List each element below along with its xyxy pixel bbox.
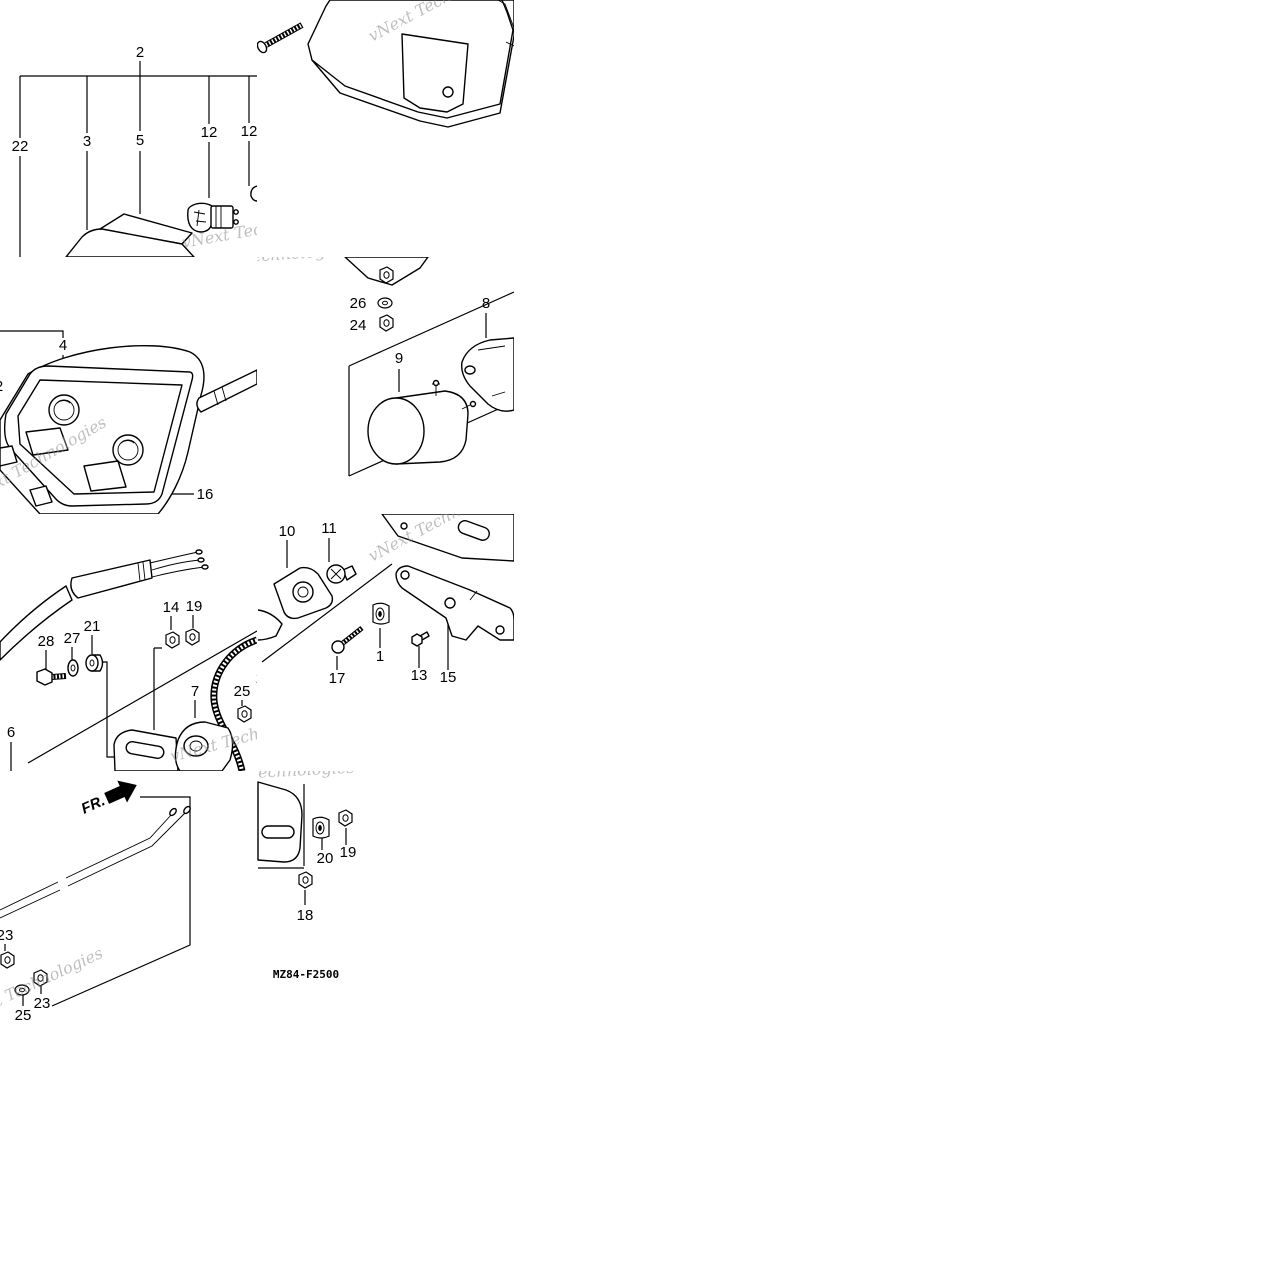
callout-21: 21 [84,618,101,635]
callout-10: 10 [279,523,296,540]
harness-wire [0,549,209,661]
callout-26: 26 [350,295,367,312]
leader-lines [19,61,257,257]
callout-19: 19 [186,598,203,615]
nut-23 [0,951,15,969]
diagram-code: MZ84-F2500 [273,968,339,981]
group-box [258,784,305,869]
tile-mount-hardware: vNext Technologies 20 19 18 MZ84-F2500 [257,771,357,981]
callout-2: 2 [136,44,144,61]
callout-4: 4 [59,337,67,354]
leader-lines [398,313,487,392]
leader-lines [261,538,449,670]
callout-1: 1 [376,648,384,665]
tile-lens-top: vNext Technologies [257,0,514,128]
nut-25 [237,705,252,723]
callout-3: 3 [83,133,91,150]
callout-2-partial: 2 [256,670,264,687]
callout-27: 27 [64,630,81,647]
callout-18: 18 [297,907,314,924]
fender-bracket [381,514,514,562]
grommet-20 [312,816,330,839]
nut-18 [298,871,313,889]
grommet-1 [372,602,390,625]
reflector-pad [83,460,127,492]
nut-14 [165,631,180,649]
callout-23: 23 [34,995,51,1012]
leader-lines [10,615,257,771]
license-bracket-15 [395,565,514,641]
tile-lens-callouts: 2 22 3 5 12 12 vNext Technologies [12,44,258,257]
callout-19: 19 [340,844,357,861]
callout-28: 28 [38,633,55,650]
callout-8: 8 [482,295,490,312]
housing-tab [0,445,18,467]
bracket-fragment [257,781,303,863]
tile-housing: 4 2 16 vNext Technologies [0,330,257,514]
callout-7: 7 [191,683,199,700]
license-light-holder-7 [174,721,234,771]
callout-22: 22 [12,138,29,155]
bulb-socket-hole [48,394,80,426]
fr-label: FR. [79,792,108,817]
tile-license-light: vNext Technologies [257,514,514,687]
reflector-pad [25,427,69,456]
callout-11: 11 [321,520,337,537]
callout-6: 6 [7,724,15,741]
housing-wire [196,369,257,413]
callout-25: 25 [15,1007,32,1024]
harness-leads [0,805,191,919]
lens-screw [257,22,304,54]
bolt-13 [411,631,430,647]
callout-24: 24 [350,317,367,334]
tile-lamp-socket: vNext Technologies 26 24 8 9 [257,257,514,477]
callout-25: 25 [234,683,251,700]
callout-12: 12 [201,124,218,141]
group-box [51,796,191,1007]
leader-lines [304,828,347,905]
callout-12: 12 [241,123,258,140]
license-light-base-10 [273,566,334,620]
bolt-28 [36,668,67,686]
socket-8 [460,337,514,412]
part-fragment [250,185,257,202]
bracket-6 [113,729,179,771]
lens-nut [379,266,394,284]
housing-tab [29,485,53,507]
bolt-17 [331,626,364,654]
front-direction-arrow: FR. [79,780,137,818]
taillight-lens [65,228,195,257]
nut-19 [185,628,200,646]
bulb [187,202,239,233]
collar-21 [85,654,104,672]
arrow-icon [104,780,137,804]
lens-reflector-window [401,33,469,113]
callout-15: 15 [440,669,457,686]
callout-13: 13 [411,667,428,684]
lens-screw-hole [442,86,454,98]
callout-5: 5 [136,132,144,149]
callout-14: 14 [163,599,180,616]
washer-26 [377,297,393,309]
tile-front-wiring: FR. 23 23 25 vNext Technologies [0,780,191,1028]
lamp-unit-9 [367,379,477,465]
callout-23: 23 [0,927,13,944]
nut-19 [338,809,353,827]
callout-2-partial: 2 [0,378,3,395]
callout-9: 9 [395,350,403,367]
bulb-socket-hole [112,434,144,466]
callout-20: 20 [317,850,334,867]
nut-24 [379,314,394,332]
license-bulb-11 [326,564,357,584]
callout-16: 16 [197,486,214,503]
washer-27 [67,659,79,677]
part-fragment [257,609,283,641]
callout-17: 17 [329,670,346,687]
